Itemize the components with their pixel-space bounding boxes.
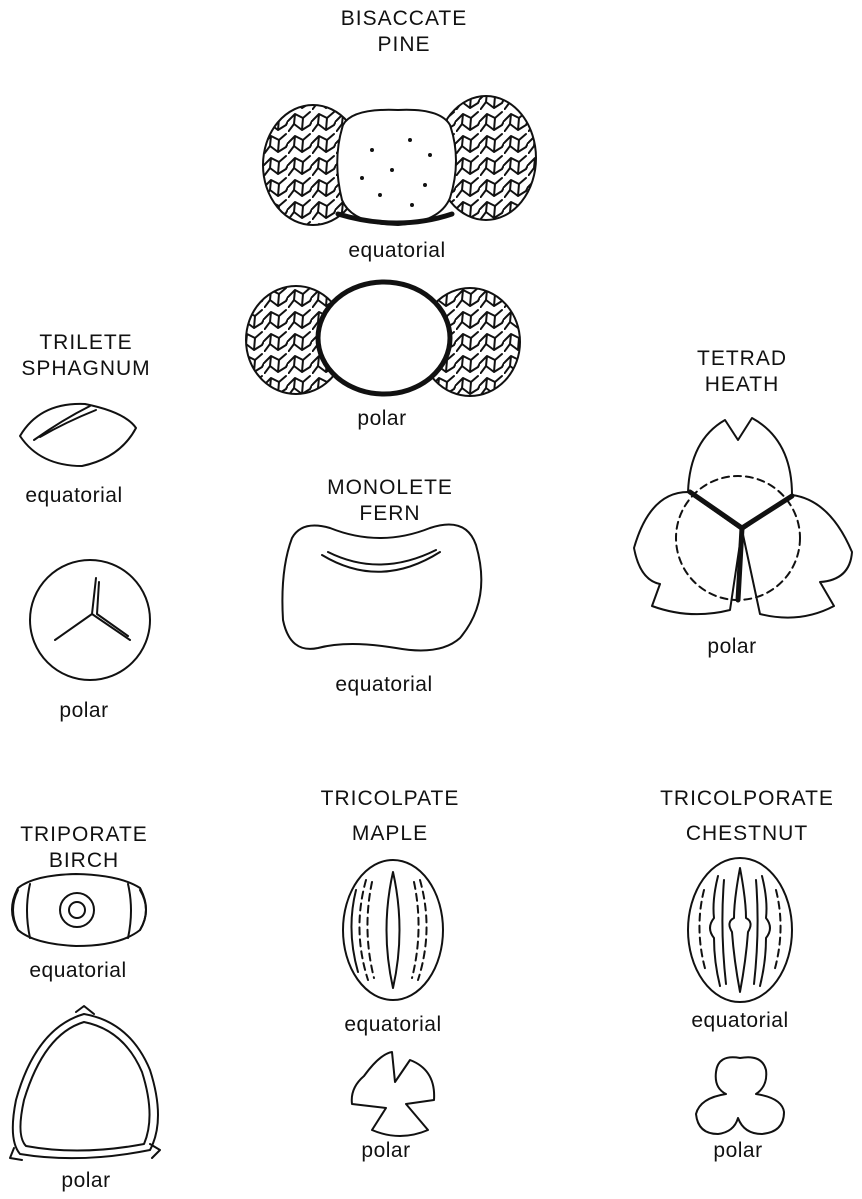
tricolpate-left-colpus <box>359 880 374 980</box>
bisaccate-equatorial-body <box>337 110 456 225</box>
tricolporate-outer-furrows <box>699 890 780 972</box>
triporate-polar-pores <box>10 1006 160 1160</box>
triporate-polar-inner-wall <box>20 1022 149 1151</box>
tetrad-left-grain <box>634 492 742 614</box>
tricolporate-equatorial-grain <box>688 858 792 1002</box>
tricolpate-equatorial-grain <box>343 860 443 1000</box>
monolete-scar <box>322 550 440 572</box>
tricolpate-polar-outline <box>352 1052 434 1136</box>
triporate-equatorial-pore-inner <box>69 902 85 918</box>
triporate-equatorial-grain <box>12 874 146 946</box>
trilete-equatorial-scar <box>34 406 96 440</box>
triporate-equatorial-outline <box>12 874 146 946</box>
bisaccate-equatorial-grain <box>263 96 536 225</box>
tricolpate-right-colpus <box>412 880 427 980</box>
trilete-polar-outline <box>30 560 150 680</box>
triporate-equatorial-right-pore <box>128 884 146 938</box>
tricolpate-polar-grain <box>352 1052 434 1136</box>
tricolporate-equatorial-outline <box>688 858 792 1002</box>
tetrad-polar-grain <box>634 418 852 618</box>
tricolporate-polar-grain <box>696 1057 784 1134</box>
tricolpate-left-ridge <box>351 890 358 972</box>
triporate-polar-grain <box>10 1006 160 1160</box>
trilete-equatorial-grain <box>20 404 136 466</box>
tetrad-top-grain <box>688 418 792 530</box>
tricolpate-center-colpus <box>387 872 400 988</box>
trilete-polar-grain <box>30 560 150 680</box>
bisaccate-polar-body <box>318 282 450 394</box>
tricolporate-center-colpus <box>729 868 750 992</box>
bisaccate-polar-grain <box>246 282 520 396</box>
triporate-equatorial-pore-outer <box>60 893 94 927</box>
monolete-outline <box>282 524 481 650</box>
tricolporate-polar-outline <box>696 1057 784 1134</box>
monolete-equatorial-grain <box>282 524 481 650</box>
tricolporate-left-colpus <box>710 876 726 986</box>
tricolpate-equatorial-outline <box>343 860 443 1000</box>
tricolporate-right-colpus <box>754 876 770 986</box>
tetrad-junction <box>690 492 792 600</box>
trilete-polar-scar <box>55 578 130 640</box>
triporate-polar-outline <box>13 1014 158 1158</box>
